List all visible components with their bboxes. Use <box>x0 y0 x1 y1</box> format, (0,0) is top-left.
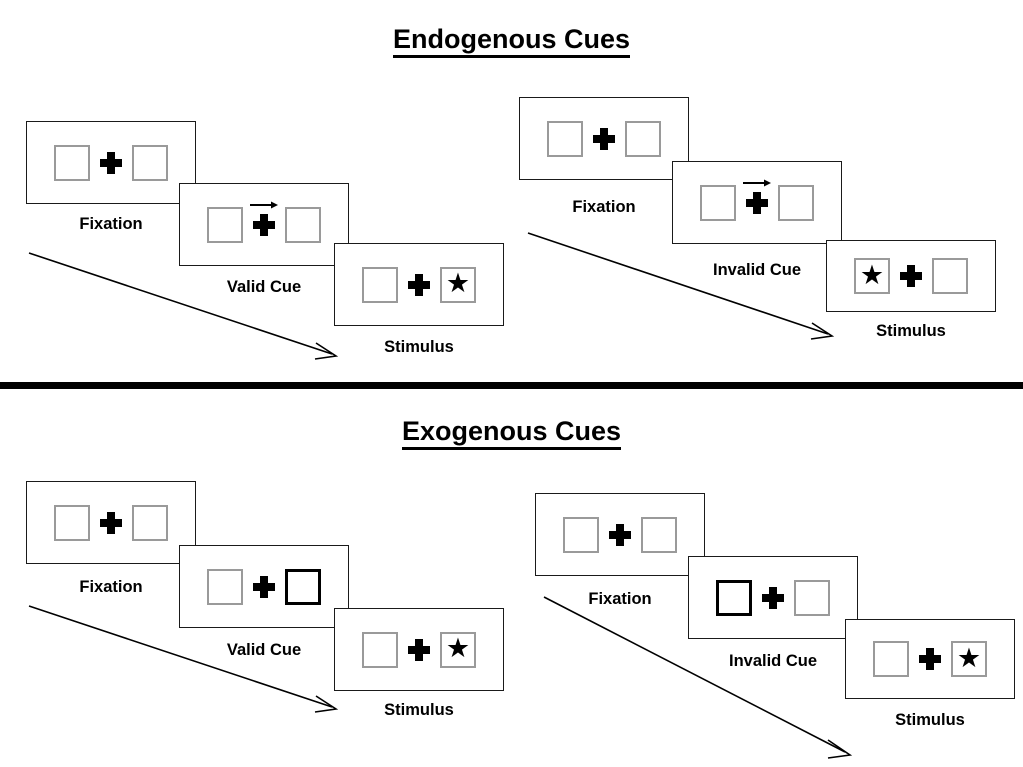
flow-arrow-exogenous-invalid <box>543 596 853 759</box>
fixation-cross-icon <box>253 213 275 236</box>
fixation-cross-icon <box>408 638 430 661</box>
panel-inner <box>180 184 348 265</box>
panel-exogenous-invalid-stimulus[interactable]: ★ <box>845 619 1015 699</box>
panel-label-endogenous-valid-cue: Valid Cue <box>226 278 302 296</box>
stim-box-left <box>362 266 398 303</box>
panel-inner <box>520 98 688 179</box>
panel-inner <box>27 122 195 203</box>
stim-box-left <box>207 206 243 243</box>
stim-box-right: ★ <box>440 631 476 668</box>
panel-endogenous-valid-fixation[interactable] <box>26 121 196 204</box>
panel-exogenous-valid-stimulus[interactable]: ★ <box>334 608 504 691</box>
fixation-cross-icon <box>919 648 941 670</box>
stim-box-right <box>932 258 968 294</box>
stim-box-right <box>285 206 321 243</box>
panel-inner: ★ <box>335 244 503 325</box>
stim-box-right <box>625 120 661 157</box>
star-icon: ★ <box>445 633 471 663</box>
stim-box-left <box>362 631 398 668</box>
panel-inner: ★ <box>846 620 1014 698</box>
stim-box-left: ★ <box>854 258 890 294</box>
panel-endogenous-invalid-stimulus[interactable]: ★ <box>826 240 996 312</box>
panel-inner <box>27 482 195 563</box>
panel-exogenous-valid-fixation[interactable] <box>26 481 196 564</box>
stim-box-left <box>547 120 583 157</box>
fixation-cross-icon <box>593 127 615 150</box>
panel-label-endogenous-invalid-cue: Invalid Cue <box>712 261 802 279</box>
panel-inner <box>180 546 348 627</box>
panel-inner: ★ <box>335 609 503 690</box>
fixation-cross-icon <box>900 265 922 287</box>
fixation-cross-icon <box>100 511 122 534</box>
stim-box-right <box>132 504 168 541</box>
fixation-cross-icon <box>408 273 430 296</box>
panel-exogenous-invalid-fixation[interactable] <box>535 493 705 576</box>
stim-box-left <box>54 144 90 181</box>
stim-box-left-cued <box>716 579 752 616</box>
stim-box-left <box>700 184 736 221</box>
panel-endogenous-valid-cue[interactable] <box>179 183 349 266</box>
panel-inner <box>673 162 841 243</box>
section-title-exogenous-text: Exogenous Cues <box>401 416 622 450</box>
section-divider <box>0 382 1023 389</box>
panel-label-endogenous-valid-fixation: Fixation <box>79 215 143 233</box>
flow-arrow-exogenous-valid <box>28 605 339 713</box>
section-exogenous: Exogenous Cues Fixation Valid Cue ★ <box>0 389 1023 767</box>
fixation-cross-icon <box>253 575 275 598</box>
star-icon: ★ <box>956 642 982 673</box>
flow-arrow-endogenous-valid <box>28 252 339 360</box>
panel-exogenous-valid-cue[interactable] <box>179 545 349 628</box>
fixation-cross-icon <box>762 586 784 609</box>
stim-box-left <box>207 568 243 605</box>
panel-label-exogenous-invalid-fixation: Fixation <box>588 590 652 608</box>
panel-endogenous-invalid-cue[interactable] <box>672 161 842 244</box>
panel-label-exogenous-valid-cue: Valid Cue <box>226 641 302 659</box>
panel-inner <box>536 494 704 575</box>
panel-label-endogenous-valid-stimulus: Stimulus <box>384 338 454 356</box>
fixation-cross-icon <box>100 151 122 174</box>
fixation-cross-icon <box>746 191 768 214</box>
stim-box-right-cued <box>285 568 321 605</box>
panel-label-endogenous-invalid-fixation: Fixation <box>572 198 636 216</box>
flow-arrow-endogenous-invalid <box>527 232 835 340</box>
stim-box-right <box>794 579 830 616</box>
panel-endogenous-invalid-fixation[interactable] <box>519 97 689 180</box>
stim-box-right <box>641 516 677 553</box>
panel-label-endogenous-invalid-stimulus: Stimulus <box>876 322 946 340</box>
panel-label-exogenous-valid-stimulus: Stimulus <box>384 701 454 719</box>
fixation-cross-icon <box>609 523 631 546</box>
cue-arrow-right-icon <box>743 179 771 186</box>
stim-box-left <box>873 641 909 677</box>
stim-box-right <box>132 144 168 181</box>
panel-exogenous-invalid-cue[interactable] <box>688 556 858 639</box>
stim-box-left <box>54 504 90 541</box>
star-icon: ★ <box>859 259 885 290</box>
panel-inner <box>689 557 857 638</box>
panel-label-exogenous-invalid-stimulus: Stimulus <box>895 711 965 729</box>
section-title-endogenous-text: Endogenous Cues <box>392 24 630 58</box>
section-endogenous: Endogenous Cues Fixation Valid Cue <box>0 0 1023 383</box>
stim-box-left <box>563 516 599 553</box>
cue-arrow-right-icon <box>250 201 278 208</box>
star-icon: ★ <box>445 268 471 298</box>
stim-box-right <box>778 184 814 221</box>
panel-label-exogenous-invalid-cue: Invalid Cue <box>728 652 818 670</box>
panel-label-exogenous-valid-fixation: Fixation <box>79 578 143 596</box>
panel-endogenous-valid-stimulus[interactable]: ★ <box>334 243 504 326</box>
panel-inner: ★ <box>827 241 995 311</box>
stim-box-right: ★ <box>951 641 987 677</box>
section-title-exogenous: Exogenous Cues <box>0 416 1023 450</box>
stim-box-right: ★ <box>440 266 476 303</box>
section-title-endogenous: Endogenous Cues <box>0 24 1023 58</box>
